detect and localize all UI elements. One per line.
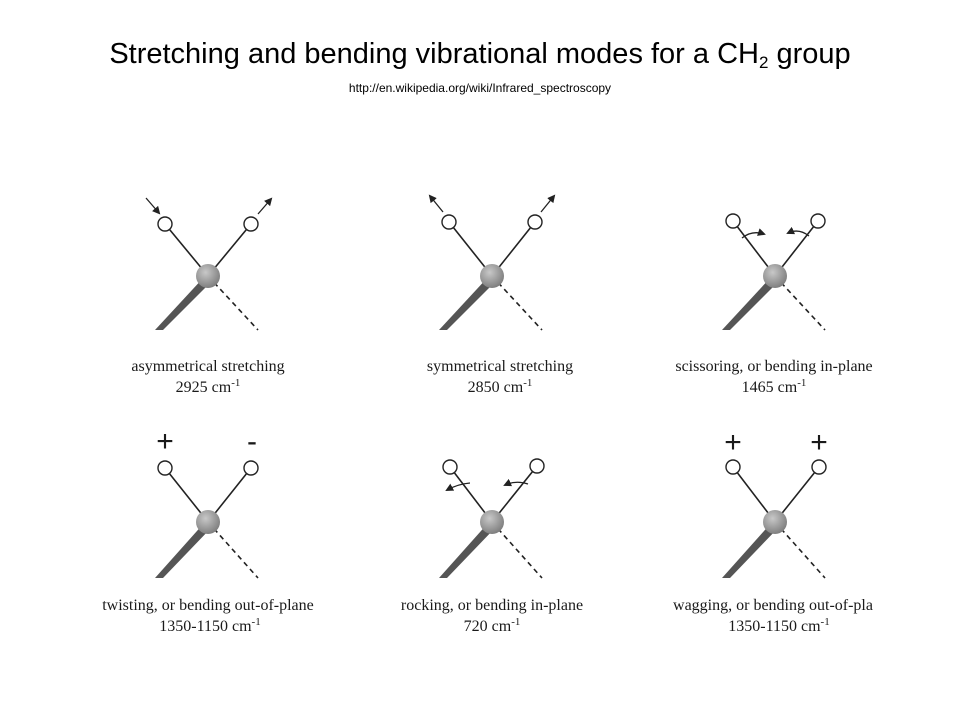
bond-dashed [207,275,259,331]
mode-wavenumber: 1465 cm-1 [742,377,807,396]
carbon-atom [763,510,787,534]
bond-wedge [722,522,778,578]
mode-wavenumber: 1350-1150 cm-1 [728,616,829,635]
arrow-out-icon [428,194,444,213]
mode-wavenumber: 2850 cm-1 [468,377,533,396]
hydrogen-atom [442,459,458,475]
bond-wedge [722,276,778,330]
title-subscript: 2 [758,53,769,72]
bond-wedge [439,522,495,578]
mode-symmetrical-stretching: symmetrical stretching 2850 cm-1 [427,194,573,396]
mode-twisting: + - twisting, or bending out-of-plane 13… [102,425,314,635]
carbon-atom [480,510,504,534]
curved-arrow-icon [741,228,766,239]
plus-sign: + [724,426,742,459]
mode-name: wagging, or bending out-of-pla [673,597,873,614]
plus-sign: + [156,425,174,458]
hydrogen-atom [157,460,173,476]
bond-dashed [774,275,826,331]
mode-wavenumber: 1350-1150 cm-1 [159,616,260,635]
mode-asymmetrical-stretching: asymmetrical stretching 2925 cm-1 [131,197,285,396]
hydrogen-atom [243,460,259,476]
arrow-out-icon [257,197,273,215]
hydrogen-atom [441,214,457,230]
hydrogen-atom [725,459,741,475]
bond-dashed [491,275,543,331]
hydrogen-atom [157,216,173,232]
hydrogen-atom [527,214,543,230]
mode-wagging: + + wagging, or bending out-of-pla 1350-… [673,426,873,635]
mode-name: asymmetrical stretching [131,358,284,375]
mode-name: symmetrical stretching [427,358,573,375]
bond-dashed [491,521,543,579]
plus-sign: + [810,426,828,459]
mode-name: twisting, or bending out-of-plane [102,597,314,614]
carbon-atom [480,264,504,288]
slide-title: Stretching and bending vibrational modes… [0,38,960,71]
carbon-atom [196,264,220,288]
mode-wavenumber: 720 cm-1 [464,616,521,635]
minus-sign: - [247,425,257,458]
curved-arrow-icon [786,226,810,237]
carbon-atom [196,510,220,534]
bond-wedge [155,522,211,578]
mode-name: rocking, or bending in-plane [401,597,583,614]
mode-name: scissoring, or bending in-plane [675,358,872,375]
hydrogen-atom [725,213,741,229]
mode-wavenumber: 2925 cm-1 [176,377,241,396]
bond-wedge [439,276,495,330]
bond-dashed [207,521,259,579]
mode-rocking: rocking, or bending in-plane 720 cm-1 [401,458,583,635]
title-text: Stretching and bending vibrational modes… [109,38,759,70]
hydrogen-atom [529,458,545,474]
mode-scissoring: scissoring, or bending in-plane 1465 cm-… [675,213,873,396]
bond-wedge [155,276,211,330]
curved-arrow-icon [445,482,471,491]
hydrogen-atom [243,216,259,232]
arrow-in-icon [145,197,161,215]
hydrogen-atom [811,459,827,475]
hydrogen-atom [810,213,826,229]
arrow-out-icon [540,194,556,213]
carbon-atom [763,264,787,288]
source-url: http://en.wikipedia.org/wiki/Infrared_sp… [348,81,612,95]
curved-arrow-icon [503,478,529,487]
bond-dashed [774,521,826,579]
title-suffix: group [768,38,851,70]
